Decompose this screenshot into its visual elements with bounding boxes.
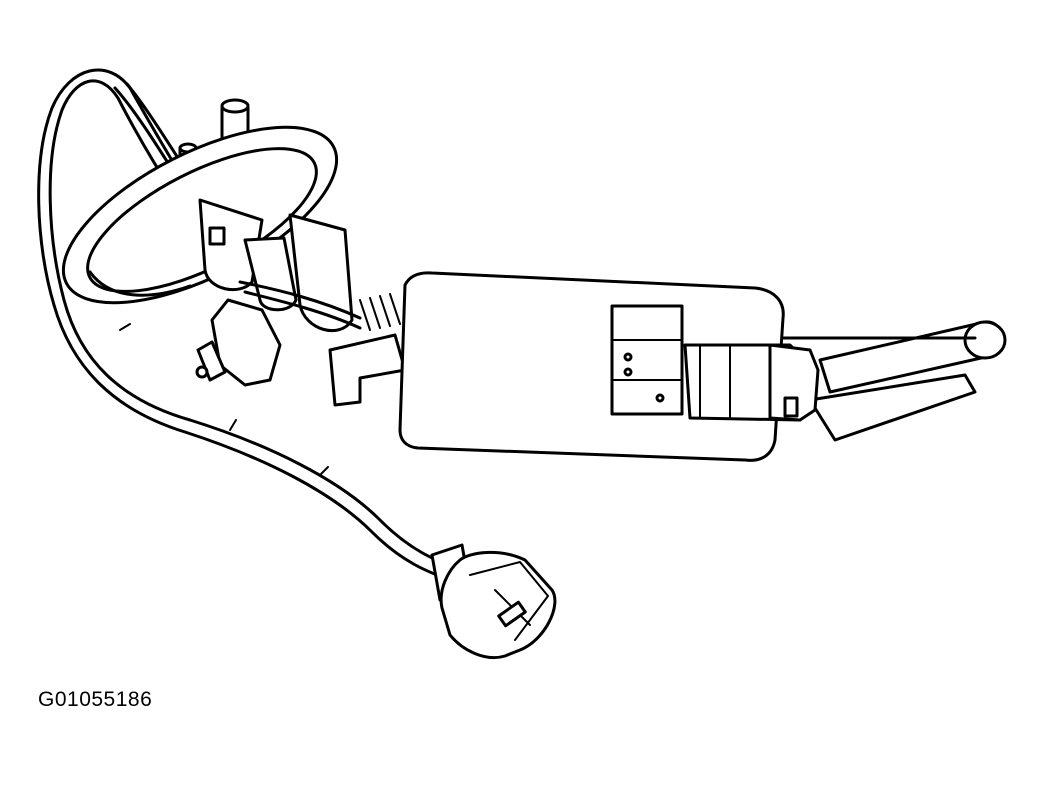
level-sender-unit	[683, 343, 820, 422]
reservoir-bracket	[328, 333, 407, 407]
figure-code: G01055186	[38, 688, 153, 711]
flange-electrical-plug	[195, 298, 282, 387]
fuel-reservoir	[398, 271, 785, 462]
internal-wires	[238, 280, 401, 331]
harness-connector	[430, 543, 557, 659]
fuel-level-float	[653, 320, 1007, 442]
